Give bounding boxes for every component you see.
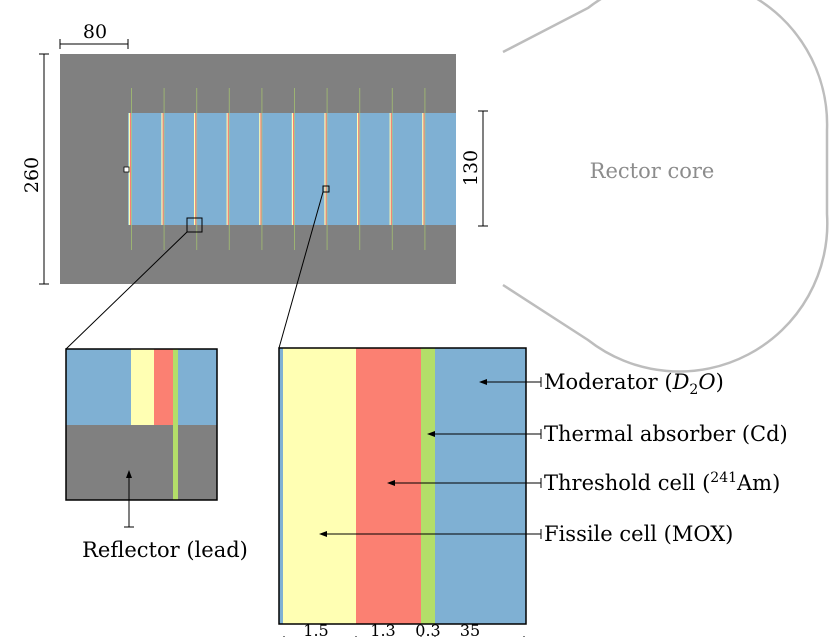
fissile-band [291, 113, 293, 225]
fissile-band [422, 113, 424, 225]
width-moderator: 35 [460, 621, 480, 637]
fissile-band [194, 113, 196, 225]
reflector-arrow [124, 470, 134, 528]
dimension-130-label: 130 [460, 150, 482, 186]
dimension-260 [39, 53, 49, 285]
fissile-band [324, 113, 326, 225]
zoom-box-left [186, 217, 203, 233]
threshold-band [423, 113, 425, 225]
threshold-band [260, 113, 262, 225]
zoom-right-panel [278, 347, 527, 625]
cell-lines [128, 88, 426, 250]
threshold-band [130, 113, 132, 225]
dimension-130 [478, 110, 488, 227]
callout-thermal-absorber [427, 429, 542, 439]
reactor-core-label: Rector core [590, 159, 715, 183]
dimension-260-label: 260 [21, 157, 43, 193]
fissile-band [389, 113, 391, 225]
thermal-absorber-label: Thermal absorber (Cd) [544, 422, 788, 446]
zoom-box-right [322, 185, 330, 193]
threshold-band [325, 113, 327, 225]
moderator-label: Moderator (D2O) [544, 370, 724, 398]
threshold-band [358, 113, 360, 225]
callout-threshold [387, 478, 542, 488]
threshold-band [227, 113, 229, 225]
width-threshold: 1.3 [370, 621, 395, 637]
threshold-band [390, 113, 392, 225]
fissile-cell-label: Fissile cell (MOX) [544, 522, 733, 546]
threshold-band [293, 113, 295, 225]
zoom-line-right [278, 191, 324, 349]
dimension-80-label: 80 [83, 21, 107, 43]
threshold-band [162, 113, 164, 225]
zoom-line-left [65, 231, 188, 350]
small-marker-left [123, 166, 130, 173]
zoom-left-panel [65, 348, 218, 501]
width-fissile: 1.5 [303, 621, 328, 637]
fissile-band [259, 113, 261, 225]
reflector-label: Reflector (lead) [82, 538, 248, 562]
width-absorber: 0.3 [415, 621, 440, 637]
reactor-core-outline [502, 0, 829, 373]
threshold-band [195, 113, 197, 225]
dimension-80 [59, 39, 129, 49]
threshold-cell-label: Threshold cell (241Am) [544, 470, 780, 495]
callout-fissile [319, 529, 542, 539]
fissile-band [161, 113, 163, 225]
fissile-band [357, 113, 359, 225]
callout-moderator [479, 377, 542, 387]
fissile-band [226, 113, 228, 225]
